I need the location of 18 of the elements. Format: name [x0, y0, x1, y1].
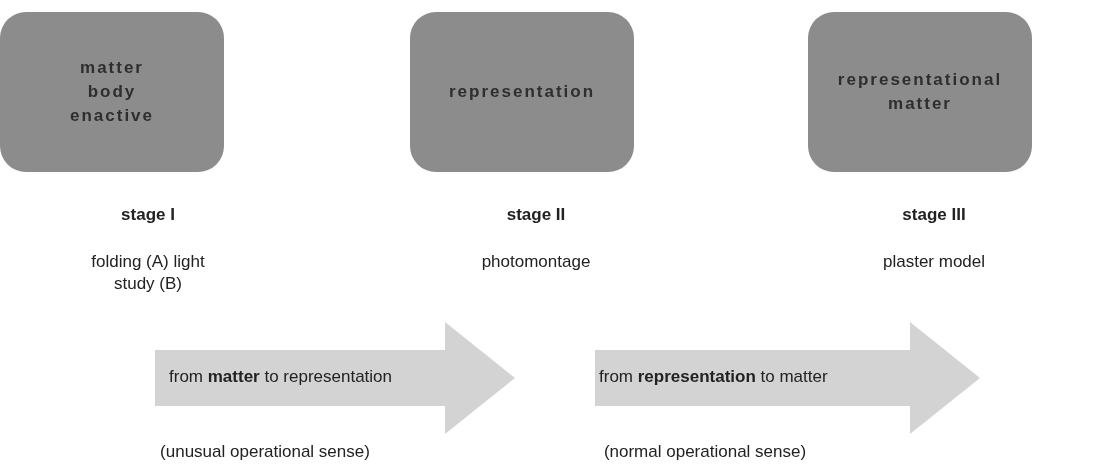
stage-label: stage I — [120, 204, 176, 226]
stage-box — [0, 12, 224, 172]
stage-description: plaster model — [881, 251, 987, 273]
stage-description: photomontage — [480, 251, 592, 273]
stage-box — [808, 12, 1032, 172]
arrow-label: from representation to matter — [599, 367, 828, 387]
box-title: representational matter — [836, 69, 1004, 115]
stage-box — [410, 12, 634, 172]
block-arrow — [155, 322, 515, 434]
arrow-note: (unusual operational sense) — [159, 441, 371, 463]
block-arrow — [595, 322, 980, 434]
stage-description: folding (A) light study (B) — [90, 251, 206, 295]
stage-label: stage II — [505, 204, 567, 226]
stage-label: stage III — [901, 204, 967, 226]
arrow-note: (normal operational sense) — [602, 441, 808, 463]
box-title: matter body enactive — [68, 57, 155, 127]
arrow-label: from matter to representation — [169, 367, 392, 387]
box-title: representation — [448, 81, 596, 103]
